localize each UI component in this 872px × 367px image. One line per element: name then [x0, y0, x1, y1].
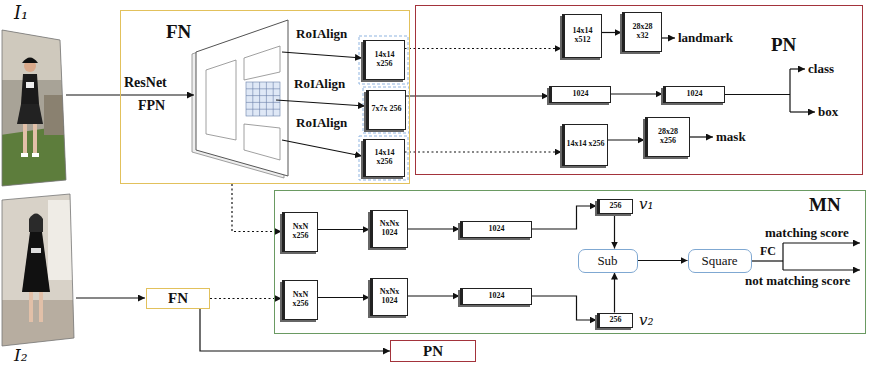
layer-text: Square [701, 254, 737, 267]
connector [210, 298, 282, 299]
input-photo [0, 25, 70, 190]
connector [611, 93, 663, 94]
layer-text: 14x14 x512 [567, 27, 599, 44]
output-label: box [818, 105, 838, 118]
layer-text: 1024 [489, 225, 505, 233]
panel-title: MN [809, 195, 841, 214]
output-label: matching score [765, 226, 849, 239]
layer-text: 1024 [489, 292, 505, 300]
operation-label: RoIAlign [296, 116, 347, 129]
layer-text: 256 [610, 202, 622, 210]
connector [638, 260, 688, 261]
conv-layer: NxN x256 [282, 212, 318, 252]
layer-text: 256 [610, 316, 622, 324]
conv-layer: NxNx 1024 [370, 210, 408, 248]
layer-text: NxN x256 [287, 291, 315, 308]
connector [405, 151, 562, 152]
layout-arrow [66, 38, 860, 298]
connector [406, 95, 549, 96]
layer-text: NxNx 1024 [375, 220, 405, 237]
feature-pyramid [192, 20, 288, 178]
layer-text: PN [423, 344, 443, 359]
connector [318, 229, 370, 230]
output-label: class [808, 62, 834, 75]
roi-bracket [359, 36, 409, 180]
operation-label: RoIAlign [296, 27, 347, 40]
operation-label: FC [760, 245, 776, 257]
layer-text: 14x14 x256 [368, 51, 402, 68]
backbone-label: FPN [138, 99, 165, 113]
fc-layer: 1024 [460, 288, 532, 305]
panel-title: PN [771, 35, 796, 54]
fc-layer: 1024 [663, 86, 725, 103]
fn-block: FN [146, 288, 210, 309]
conv-layer: NxN x256 [282, 280, 318, 320]
input-photo [0, 190, 80, 350]
fc-layer: 1024 [549, 86, 611, 103]
embedding-vector: 256 [597, 313, 633, 328]
mn-panel: MNNxN x256NxNx 10241024256SubSquareNxN x… [274, 190, 866, 334]
output-label: mask [716, 130, 746, 143]
vector-label: v₁ [639, 197, 654, 212]
operation-box: Sub [578, 249, 638, 273]
layer-text: 14x14 x256 [567, 140, 605, 148]
layer-text: Sub [597, 254, 617, 267]
conv-layer: 14x14 x512 [562, 14, 602, 58]
layer-text: NxNx 1024 [375, 288, 405, 305]
layer-text: 7x7x 256 [372, 105, 402, 113]
connector [408, 295, 460, 296]
operation-box: Square [688, 249, 752, 273]
connector [602, 32, 622, 33]
output-label: landmark [678, 31, 733, 44]
photo-frame [2, 30, 66, 186]
backbone-label: ResNet [124, 76, 167, 90]
fn-panel: FN 14x14 x256 7x7x 256 14x14 x256 [120, 10, 410, 184]
feature-map: 7x7x 256 [366, 90, 406, 130]
image-label: I₂ [14, 347, 28, 364]
layer-text: 28x28 x256 [650, 128, 687, 145]
photo-frame [2, 194, 74, 346]
conv-layer: 14x14 x256 [562, 124, 608, 166]
connector [318, 297, 370, 298]
image-label: I₁ [14, 4, 28, 22]
conv-layer: 28x28 x32 [622, 12, 662, 52]
connector [608, 139, 645, 140]
vector-label: v₂ [639, 313, 654, 328]
connector [614, 214, 615, 249]
fc-layer: 1024 [460, 221, 532, 238]
pn-block: PN [390, 340, 476, 362]
feature-map: 14x14 x256 [363, 139, 405, 177]
pn-panel: PN 14x14 x512 28x28 x32 1024 1024 14x14 x256 2… [415, 5, 863, 175]
connector [614, 273, 615, 313]
layer-text: 14x14 x256 [368, 149, 402, 166]
connector [532, 296, 597, 320]
conv-layer: 28x28 x256 [645, 117, 690, 157]
output-label: not matching score [745, 274, 850, 287]
feature-map: 14x14 x256 [363, 40, 405, 80]
layer-text: 1024 [687, 90, 703, 98]
panel-title: FN [166, 22, 191, 41]
operation-label: RoIAlign [294, 77, 345, 90]
layer-text: NxN x256 [287, 223, 315, 240]
connector [405, 48, 562, 49]
conv-layer: NxNx 1024 [370, 278, 408, 316]
embedding-vector: 256 [597, 199, 633, 214]
layer-text: FN [168, 291, 188, 306]
connector [532, 206, 597, 229]
connector [408, 228, 460, 229]
layer-text: 28x28 x32 [627, 23, 659, 40]
layer-text: 1024 [573, 90, 589, 98]
